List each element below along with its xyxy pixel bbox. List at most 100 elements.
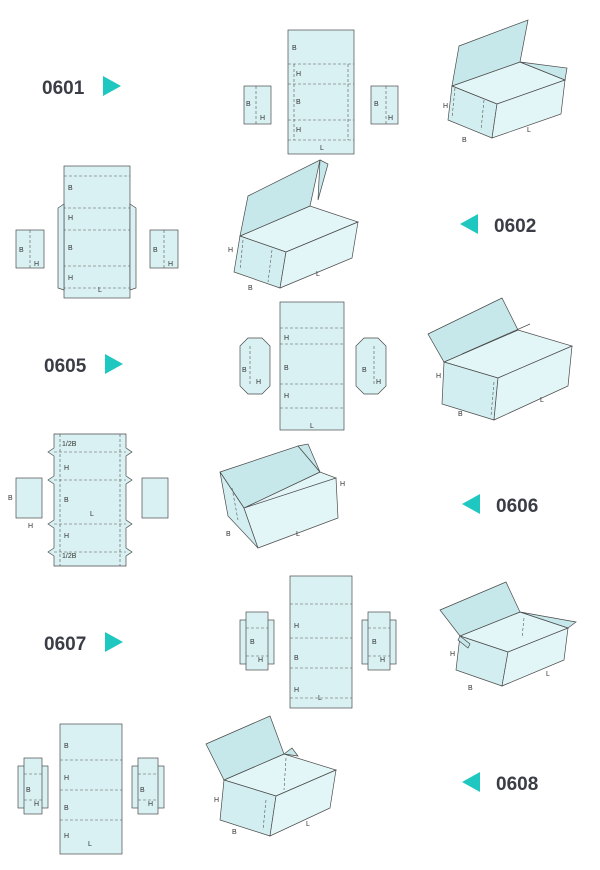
label-b: B — [462, 137, 467, 144]
left-arrow-icon — [460, 214, 478, 234]
assembled-box-0608: H B L — [205, 715, 338, 837]
label-b: B — [246, 101, 251, 108]
style-0607: 0607 H B H L B H B H — [44, 575, 577, 709]
label-h: H — [64, 533, 69, 540]
label-h: H — [64, 833, 69, 840]
label-h: H — [168, 261, 173, 268]
label-b: B — [19, 247, 24, 254]
label-b: B — [140, 787, 145, 794]
label-h: H — [284, 335, 289, 342]
label-l: L — [527, 127, 531, 134]
label-b: B — [250, 639, 255, 646]
style-code-0608: 0608 — [496, 774, 538, 795]
flat-blank-0606: 1/2B H B L H 1/2B B H — [8, 433, 169, 567]
label-b: B — [68, 245, 73, 252]
label-h: H — [296, 71, 301, 78]
label-h: H — [214, 797, 219, 804]
label-h: H — [256, 379, 261, 386]
style-code-0606: 0606 — [496, 496, 538, 517]
label-h: H — [258, 657, 263, 664]
label-h: H — [260, 115, 265, 122]
label-h: H — [28, 523, 33, 530]
label-b: B — [458, 411, 463, 418]
label-b: B — [374, 101, 379, 108]
label-b: B — [292, 45, 297, 52]
assembled-box-0607: H B L — [439, 581, 577, 692]
label-half-b: 1/2B — [62, 553, 77, 560]
label-h: H — [68, 275, 73, 282]
label-h: H — [443, 103, 448, 110]
label-h: H — [64, 465, 69, 472]
flat-blank-0607: H B H L B H B H — [239, 575, 397, 709]
label-h: H — [296, 127, 301, 134]
flat-blank-0602: B H B H L B H B H — [15, 165, 179, 299]
label-b: B — [8, 495, 13, 502]
label-h: H — [294, 687, 299, 694]
label-b: B — [64, 805, 69, 812]
label-h: H — [64, 775, 69, 782]
label-h: H — [380, 657, 385, 664]
label-b: B — [68, 185, 73, 192]
flat-blank-0605: H B H L B H B H — [239, 301, 387, 431]
label-b: B — [242, 367, 247, 374]
label-b: B — [64, 743, 69, 750]
right-arrow-icon — [103, 76, 121, 96]
label-b: B — [248, 285, 253, 292]
label-h: H — [148, 801, 153, 808]
label-b: B — [294, 655, 299, 662]
style-0605: 0605 H B H L B H B H — [44, 297, 574, 431]
label-h: H — [450, 651, 455, 658]
label-l: L — [318, 695, 322, 702]
style-0601: 0601 B H B H L B H B H — [42, 19, 568, 155]
label-l: L — [540, 397, 544, 404]
assembled-box-0602: H B L — [228, 159, 359, 292]
label-b: B — [296, 99, 301, 106]
style-code-0605: 0605 — [44, 356, 87, 377]
label-l: L — [296, 531, 300, 538]
label-h: H — [436, 373, 441, 380]
assembled-box-0605: H B L — [427, 297, 574, 421]
label-h: H — [284, 393, 289, 400]
label-h: H — [388, 115, 393, 122]
label-l: L — [98, 287, 102, 294]
left-arrow-icon — [462, 772, 480, 792]
label-l: L — [320, 145, 324, 152]
flat-blank-0601: B H B H L B H B H — [243, 29, 399, 155]
label-l: L — [306, 821, 310, 828]
label-h: H — [34, 261, 39, 268]
label-h: H — [376, 379, 381, 386]
label-h: H — [294, 623, 299, 630]
style-code-0607: 0607 — [44, 634, 86, 655]
label-l: L — [90, 511, 94, 518]
style-0606: 1/2B H B L H 1/2B B H B L H 0606 — [8, 433, 538, 567]
label-b: B — [468, 685, 473, 692]
assembled-box-0606: B L H — [219, 443, 345, 549]
label-b: B — [26, 787, 31, 794]
assembled-box-0601: H B L — [443, 19, 568, 144]
style-code-0601: 0601 — [42, 78, 85, 99]
label-l: L — [546, 671, 550, 678]
label-b: B — [232, 829, 237, 836]
label-l: L — [316, 271, 320, 278]
flat-blank-0608: B H B H L B H B H — [17, 723, 165, 855]
label-half-b: 1/2B — [62, 441, 77, 448]
style-0608: B H B H L B H B H H B L 0608 — [17, 715, 538, 855]
label-h: H — [340, 481, 345, 488]
label-h: H — [34, 801, 39, 808]
label-h: H — [228, 247, 233, 254]
label-l: L — [88, 841, 92, 848]
label-b: B — [153, 247, 158, 254]
style-0602: B H B H L B H B H H B L 0602 — [15, 159, 536, 299]
left-arrow-icon — [462, 494, 480, 514]
label-b: B — [284, 365, 289, 372]
label-b: B — [64, 497, 69, 504]
right-arrow-icon — [105, 632, 123, 652]
right-arrow-icon — [105, 354, 123, 374]
style-code-0602: 0602 — [494, 216, 536, 237]
label-l: L — [310, 423, 314, 430]
label-b: B — [362, 367, 367, 374]
label-b: B — [226, 531, 231, 538]
label-h: H — [68, 215, 73, 222]
label-b: B — [372, 639, 377, 646]
